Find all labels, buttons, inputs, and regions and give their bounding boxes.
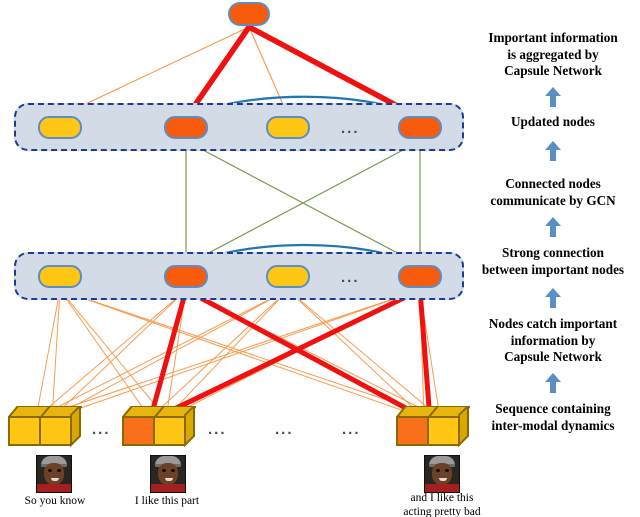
upper-node-2[interactable]	[164, 116, 208, 139]
token-caption-2: I like this part	[134, 495, 200, 507]
up-arrow-icon	[545, 217, 561, 237]
cube-side-face	[458, 406, 469, 448]
sequence-ellipsis-3: ...	[275, 421, 294, 438]
up-arrow-icon	[545, 87, 561, 107]
avatar-2	[150, 455, 186, 493]
upper-node-3[interactable]	[266, 116, 310, 139]
avatar-1	[36, 455, 72, 493]
cube-side-face	[70, 406, 81, 448]
lower-node-3[interactable]	[266, 265, 310, 288]
upper-node-1[interactable]	[38, 116, 82, 139]
cube-segment-1	[124, 418, 153, 444]
upper-layer-ellipsis: ...	[341, 120, 360, 137]
up-arrow-icon	[545, 373, 561, 393]
cube-segment-1	[398, 418, 427, 444]
cube-segment-2	[39, 418, 70, 444]
up-arrow-icon	[545, 288, 561, 308]
annotation-step-6: Sequence containing inter-modal dynamics	[491, 401, 615, 433]
annotation-step-5: Nodes catch important information by Cap…	[488, 316, 618, 364]
annotation-step-4: Strong connection between important node…	[481, 245, 625, 277]
token-caption-3: and I like this acting pretty bad	[403, 492, 481, 517]
cube-front-face	[396, 416, 460, 446]
cube-front-face	[8, 416, 72, 446]
token-caption-1: So you know	[24, 495, 86, 507]
lower-node-1[interactable]	[38, 265, 82, 288]
cube-segment-2	[153, 418, 184, 444]
annotation-step-3: Connected nodes communicate by GCN	[490, 176, 616, 208]
sequence-token-2[interactable]	[122, 406, 196, 448]
upper-node-4[interactable]	[398, 116, 442, 139]
updated-nodes-layer	[14, 103, 464, 151]
cube-front-face	[122, 416, 186, 446]
sequence-token-1[interactable]	[8, 406, 82, 448]
annotation-step-2: Updated nodes	[511, 114, 595, 129]
weak-edges-bottom	[35, 289, 441, 419]
lower-node-4[interactable]	[398, 265, 442, 288]
strong-edges-bottom	[147, 287, 433, 423]
annotation-step-1: Important information is aggregated by C…	[488, 30, 618, 78]
initial-nodes-layer	[14, 252, 464, 300]
sequence-token-3[interactable]	[396, 406, 470, 448]
sequence-ellipsis-1: ...	[92, 421, 111, 438]
sequence-ellipsis-4: ...	[342, 421, 361, 438]
avatar-3	[424, 455, 460, 493]
lower-node-2[interactable]	[164, 265, 208, 288]
cube-segment-2	[427, 418, 458, 444]
sequence-ellipsis-2: ...	[208, 421, 227, 438]
up-arrow-icon	[545, 141, 561, 161]
lower-layer-ellipsis: ...	[341, 269, 360, 286]
annotation-column: Important information is aggregated by C…	[466, 0, 640, 517]
top-capsule-node[interactable]	[228, 2, 270, 26]
gcn-edges	[185, 140, 421, 266]
cube-segment-1	[10, 418, 39, 444]
cube-side-face	[184, 406, 195, 448]
